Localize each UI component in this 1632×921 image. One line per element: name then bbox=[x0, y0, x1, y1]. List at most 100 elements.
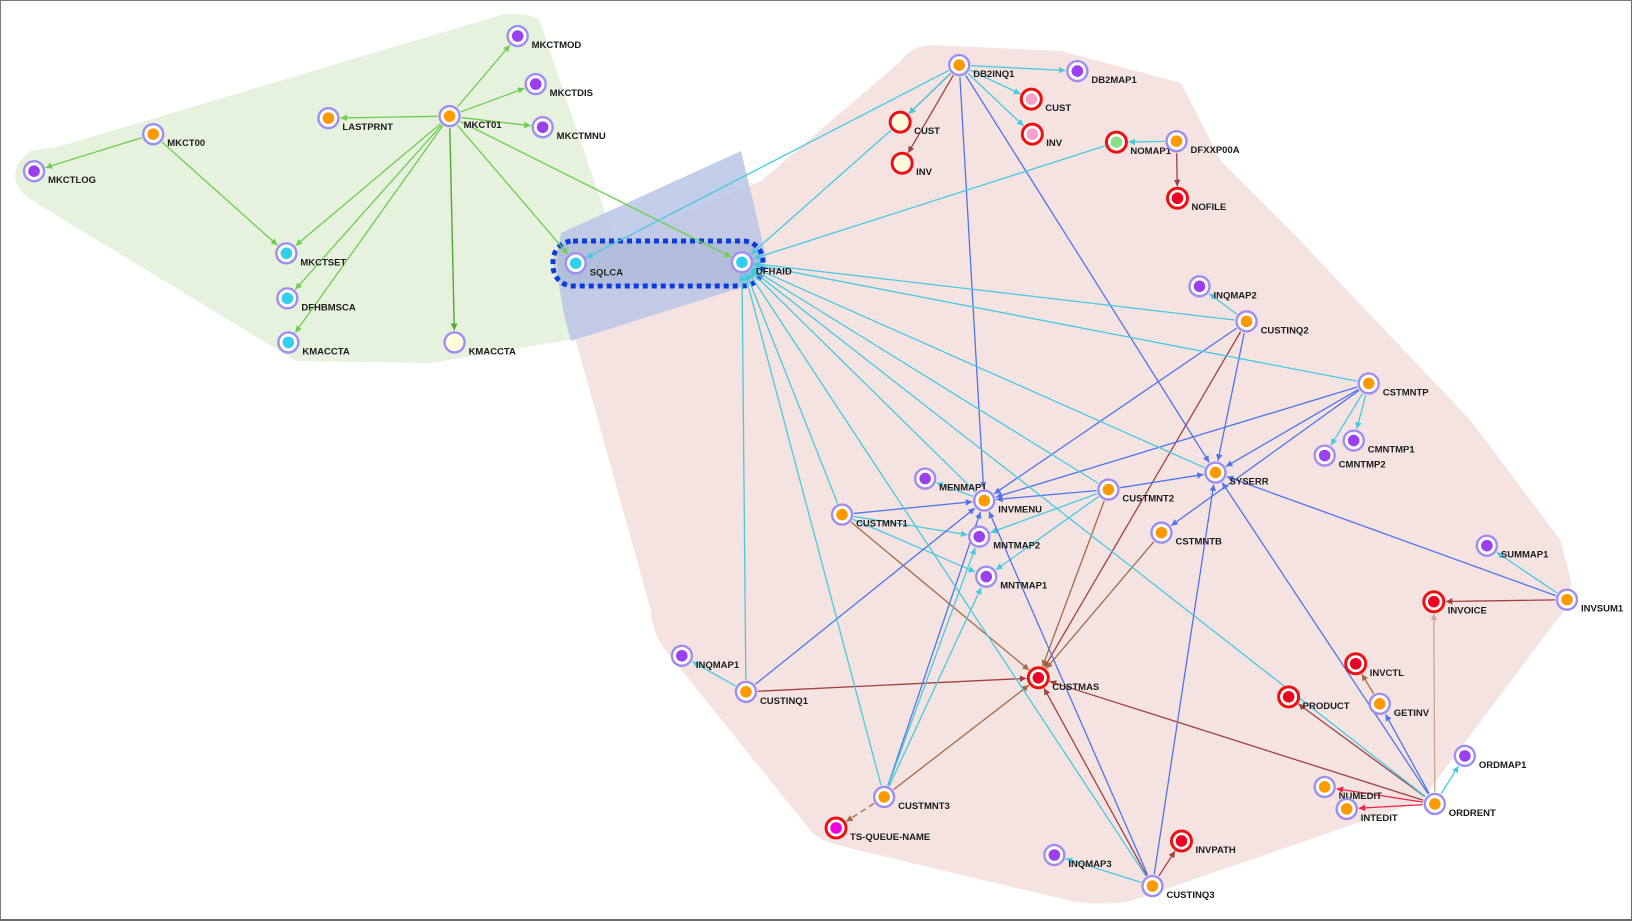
node-kmaccta1[interactable]: KMACCTA bbox=[277, 331, 350, 358]
edge-dfxxp00a-to-nomap1[interactable] bbox=[1128, 138, 1165, 146]
node-invmenu[interactable]: INVMENU bbox=[973, 489, 1042, 516]
edge-custinq1-to-inqmap1[interactable] bbox=[692, 661, 736, 687]
edge-cstmntp-to-syserr[interactable] bbox=[1225, 388, 1359, 468]
node-sqlca[interactable]: SQLCA bbox=[564, 252, 623, 279]
edge-ordrent-to-custmas[interactable] bbox=[1049, 680, 1424, 801]
edge-db2inq1-to-db2map1[interactable] bbox=[971, 65, 1066, 74]
edge-custinq2-to-inqmap2[interactable] bbox=[1208, 292, 1238, 315]
edge-cstmntp-to-cmntmp2[interactable] bbox=[1330, 393, 1364, 446]
edge-ordrent-to-product[interactable] bbox=[1297, 703, 1426, 798]
edge-db2inq1-to-inv_t[interactable] bbox=[967, 72, 1025, 127]
edge-ordrent-to-intedit[interactable] bbox=[1358, 803, 1423, 812]
node-nomap1[interactable]: NOMAP1 bbox=[1104, 130, 1172, 157]
edge-invsum1-to-invoice[interactable] bbox=[1445, 598, 1555, 605]
node-product[interactable]: PRODUCT bbox=[1277, 685, 1350, 712]
edge-mkct01-to-kmaccta1[interactable] bbox=[294, 125, 444, 334]
edge-custmnt2-to-invmenu[interactable] bbox=[996, 489, 1097, 503]
edge-custmnt1-to-mntmap2[interactable] bbox=[853, 515, 968, 537]
edge-mkct01-to-mkctmnu[interactable] bbox=[461, 116, 531, 129]
edge-db2inq1-to-syserr[interactable] bbox=[965, 74, 1210, 463]
node-lastprnt[interactable]: LASTPRNT bbox=[317, 106, 394, 133]
node-db2inq1[interactable]: DB2INQ1 bbox=[948, 53, 1015, 80]
edge-cstmntp-to-dfhaid[interactable] bbox=[753, 262, 1358, 382]
node-custinq2[interactable]: CUSTINQ2 bbox=[1235, 310, 1309, 337]
node-mkct01[interactable]: MKCT01 bbox=[438, 104, 503, 131]
node-inqmap1[interactable]: INQMAP1 bbox=[670, 644, 740, 671]
edge-custmnt3-to-tsq[interactable] bbox=[845, 802, 875, 823]
node-inqmap2[interactable]: INQMAP2 bbox=[1188, 275, 1257, 302]
edge-db2inq1-to-sqlca[interactable] bbox=[586, 70, 949, 259]
node-cmntmp1[interactable]: CMNTMP1 bbox=[1342, 429, 1416, 456]
edge-custmnt3-to-mntmap1[interactable] bbox=[888, 587, 982, 787]
edge-mkct01-to-mkctdis[interactable] bbox=[460, 87, 525, 113]
edge-custmnt3-to-dfhaid[interactable] bbox=[743, 273, 882, 786]
node-inv-f[interactable]: INV bbox=[890, 151, 933, 178]
node-custmnt3[interactable]: CUSTMNT3 bbox=[872, 785, 950, 812]
edge-mkct01-to-dfhaid[interactable] bbox=[460, 120, 732, 258]
edge-cstmntp-to-invmenu[interactable] bbox=[995, 386, 1358, 499]
node-intedit[interactable]: INTEDIT bbox=[1335, 797, 1398, 824]
edge-invmenu-to-dfhaid[interactable] bbox=[750, 270, 977, 493]
group-hull-mkct[interactable] bbox=[15, 13, 621, 364]
node-cust-f[interactable]: CUST bbox=[888, 110, 940, 137]
edge-custinq3-to-custmas[interactable] bbox=[1043, 688, 1148, 876]
edge-ordrent-to-ordmap1[interactable] bbox=[1440, 765, 1460, 795]
edge-ordrent-to-getinv[interactable] bbox=[1384, 714, 1430, 794]
edge-mkct00-to-mkctlog[interactable] bbox=[45, 137, 142, 169]
edge-custmnt1-to-invmenu[interactable] bbox=[853, 499, 973, 515]
node-cmntmp2[interactable]: CMNTMP2 bbox=[1313, 444, 1386, 471]
node-mkctmod[interactable]: MKCTMOD bbox=[506, 24, 582, 51]
node-cust-t[interactable]: CUST bbox=[1019, 87, 1072, 114]
node-db2map1[interactable]: DB2MAP1 bbox=[1066, 59, 1138, 86]
node-ordmap1[interactable]: ORDMAP1 bbox=[1453, 744, 1527, 771]
group-hull-selection[interactable] bbox=[557, 151, 766, 341]
edge-custmnt2-to-custmas[interactable] bbox=[1041, 500, 1105, 667]
edge-invsum1-to-syserr[interactable] bbox=[1226, 475, 1556, 597]
node-dfhaid[interactable]: DFHAID bbox=[730, 251, 792, 278]
node-tsq[interactable]: TS-QUEUE-NAME bbox=[824, 816, 931, 843]
edge-db2inq1-to-invmenu[interactable] bbox=[959, 77, 987, 489]
edge-invsum1-to-summap1[interactable] bbox=[1496, 551, 1558, 594]
node-inv-t[interactable]: INV bbox=[1020, 122, 1063, 149]
edge-custmnt3-to-custmas[interactable] bbox=[893, 684, 1030, 791]
node-syserr[interactable]: SYSERR bbox=[1204, 461, 1269, 488]
node-mkctset[interactable]: MKCTSET bbox=[275, 242, 347, 269]
edge-cstmntp-to-cmntmp1[interactable] bbox=[1355, 394, 1367, 430]
edge-custinq3-to-dfhaid[interactable] bbox=[747, 271, 1147, 877]
node-mkctlog[interactable]: MKCTLOG bbox=[22, 159, 96, 186]
edge-mkct01-to-dfhbmsca[interactable] bbox=[294, 124, 443, 290]
edge-cust_f-to-dfhaid[interactable] bbox=[750, 129, 892, 255]
edge-db2inq1-to-cust_f[interactable] bbox=[908, 72, 952, 115]
node-mkctdis[interactable]: MKCTDIS bbox=[524, 72, 593, 99]
edge-db2inq1-to-inv_f[interactable] bbox=[907, 75, 954, 154]
node-custinq3[interactable]: CUSTINQ3 bbox=[1141, 874, 1215, 901]
node-invsum1[interactable]: INVSUM1 bbox=[1555, 588, 1624, 615]
edge-cstmntb-to-custmas[interactable] bbox=[1045, 541, 1155, 670]
edge-custmnt1-to-custmas[interactable] bbox=[850, 521, 1030, 671]
node-cstmntp[interactable]: CSTMNTP bbox=[1357, 372, 1430, 399]
node-nofile[interactable]: NOFILE bbox=[1165, 186, 1227, 214]
edge-invmenu-to-menmap1[interactable] bbox=[936, 481, 974, 498]
edge-custinq1-to-invmenu[interactable] bbox=[754, 507, 976, 685]
edge-ordrent-to-invoice[interactable] bbox=[1430, 613, 1438, 792]
edge-getinv-to-invctl[interactable] bbox=[1361, 673, 1375, 694]
node-mkctmnu[interactable]: MKCTMNU bbox=[531, 115, 606, 142]
edge-custinq3-to-invpath[interactable] bbox=[1158, 850, 1176, 877]
edge-mkct00-to-mkctset[interactable] bbox=[161, 141, 278, 246]
edge-mkct01-to-mkctmod[interactable] bbox=[456, 44, 511, 108]
edge-ordrent-to-syserr[interactable] bbox=[1221, 482, 1429, 795]
node-menmap1[interactable]: MENMAP1 bbox=[913, 467, 988, 494]
node-invctl[interactable]: INVCTL bbox=[1344, 652, 1405, 679]
edge-custmnt2-to-syserr[interactable] bbox=[1120, 472, 1204, 489]
node-custmnt1[interactable]: CUSTMNT1 bbox=[830, 503, 909, 530]
edge-mkct01-to-lastprnt[interactable] bbox=[340, 114, 438, 122]
edge-mkct01-to-kmaccta2[interactable] bbox=[449, 128, 458, 331]
node-custmas[interactable]: CUSTMAS bbox=[1026, 666, 1100, 693]
node-numedit[interactable]: NUMEDIT bbox=[1313, 775, 1382, 802]
node-invpath[interactable]: INVPATH bbox=[1169, 829, 1236, 856]
edge-custinq2-to-invmenu[interactable] bbox=[993, 327, 1238, 495]
edge-custmnt1-to-mntmap1[interactable] bbox=[852, 518, 976, 573]
edge-custinq3-to-inqmap3[interactable] bbox=[1065, 857, 1142, 884]
node-mkct00[interactable]: MKCT00 bbox=[141, 122, 206, 149]
